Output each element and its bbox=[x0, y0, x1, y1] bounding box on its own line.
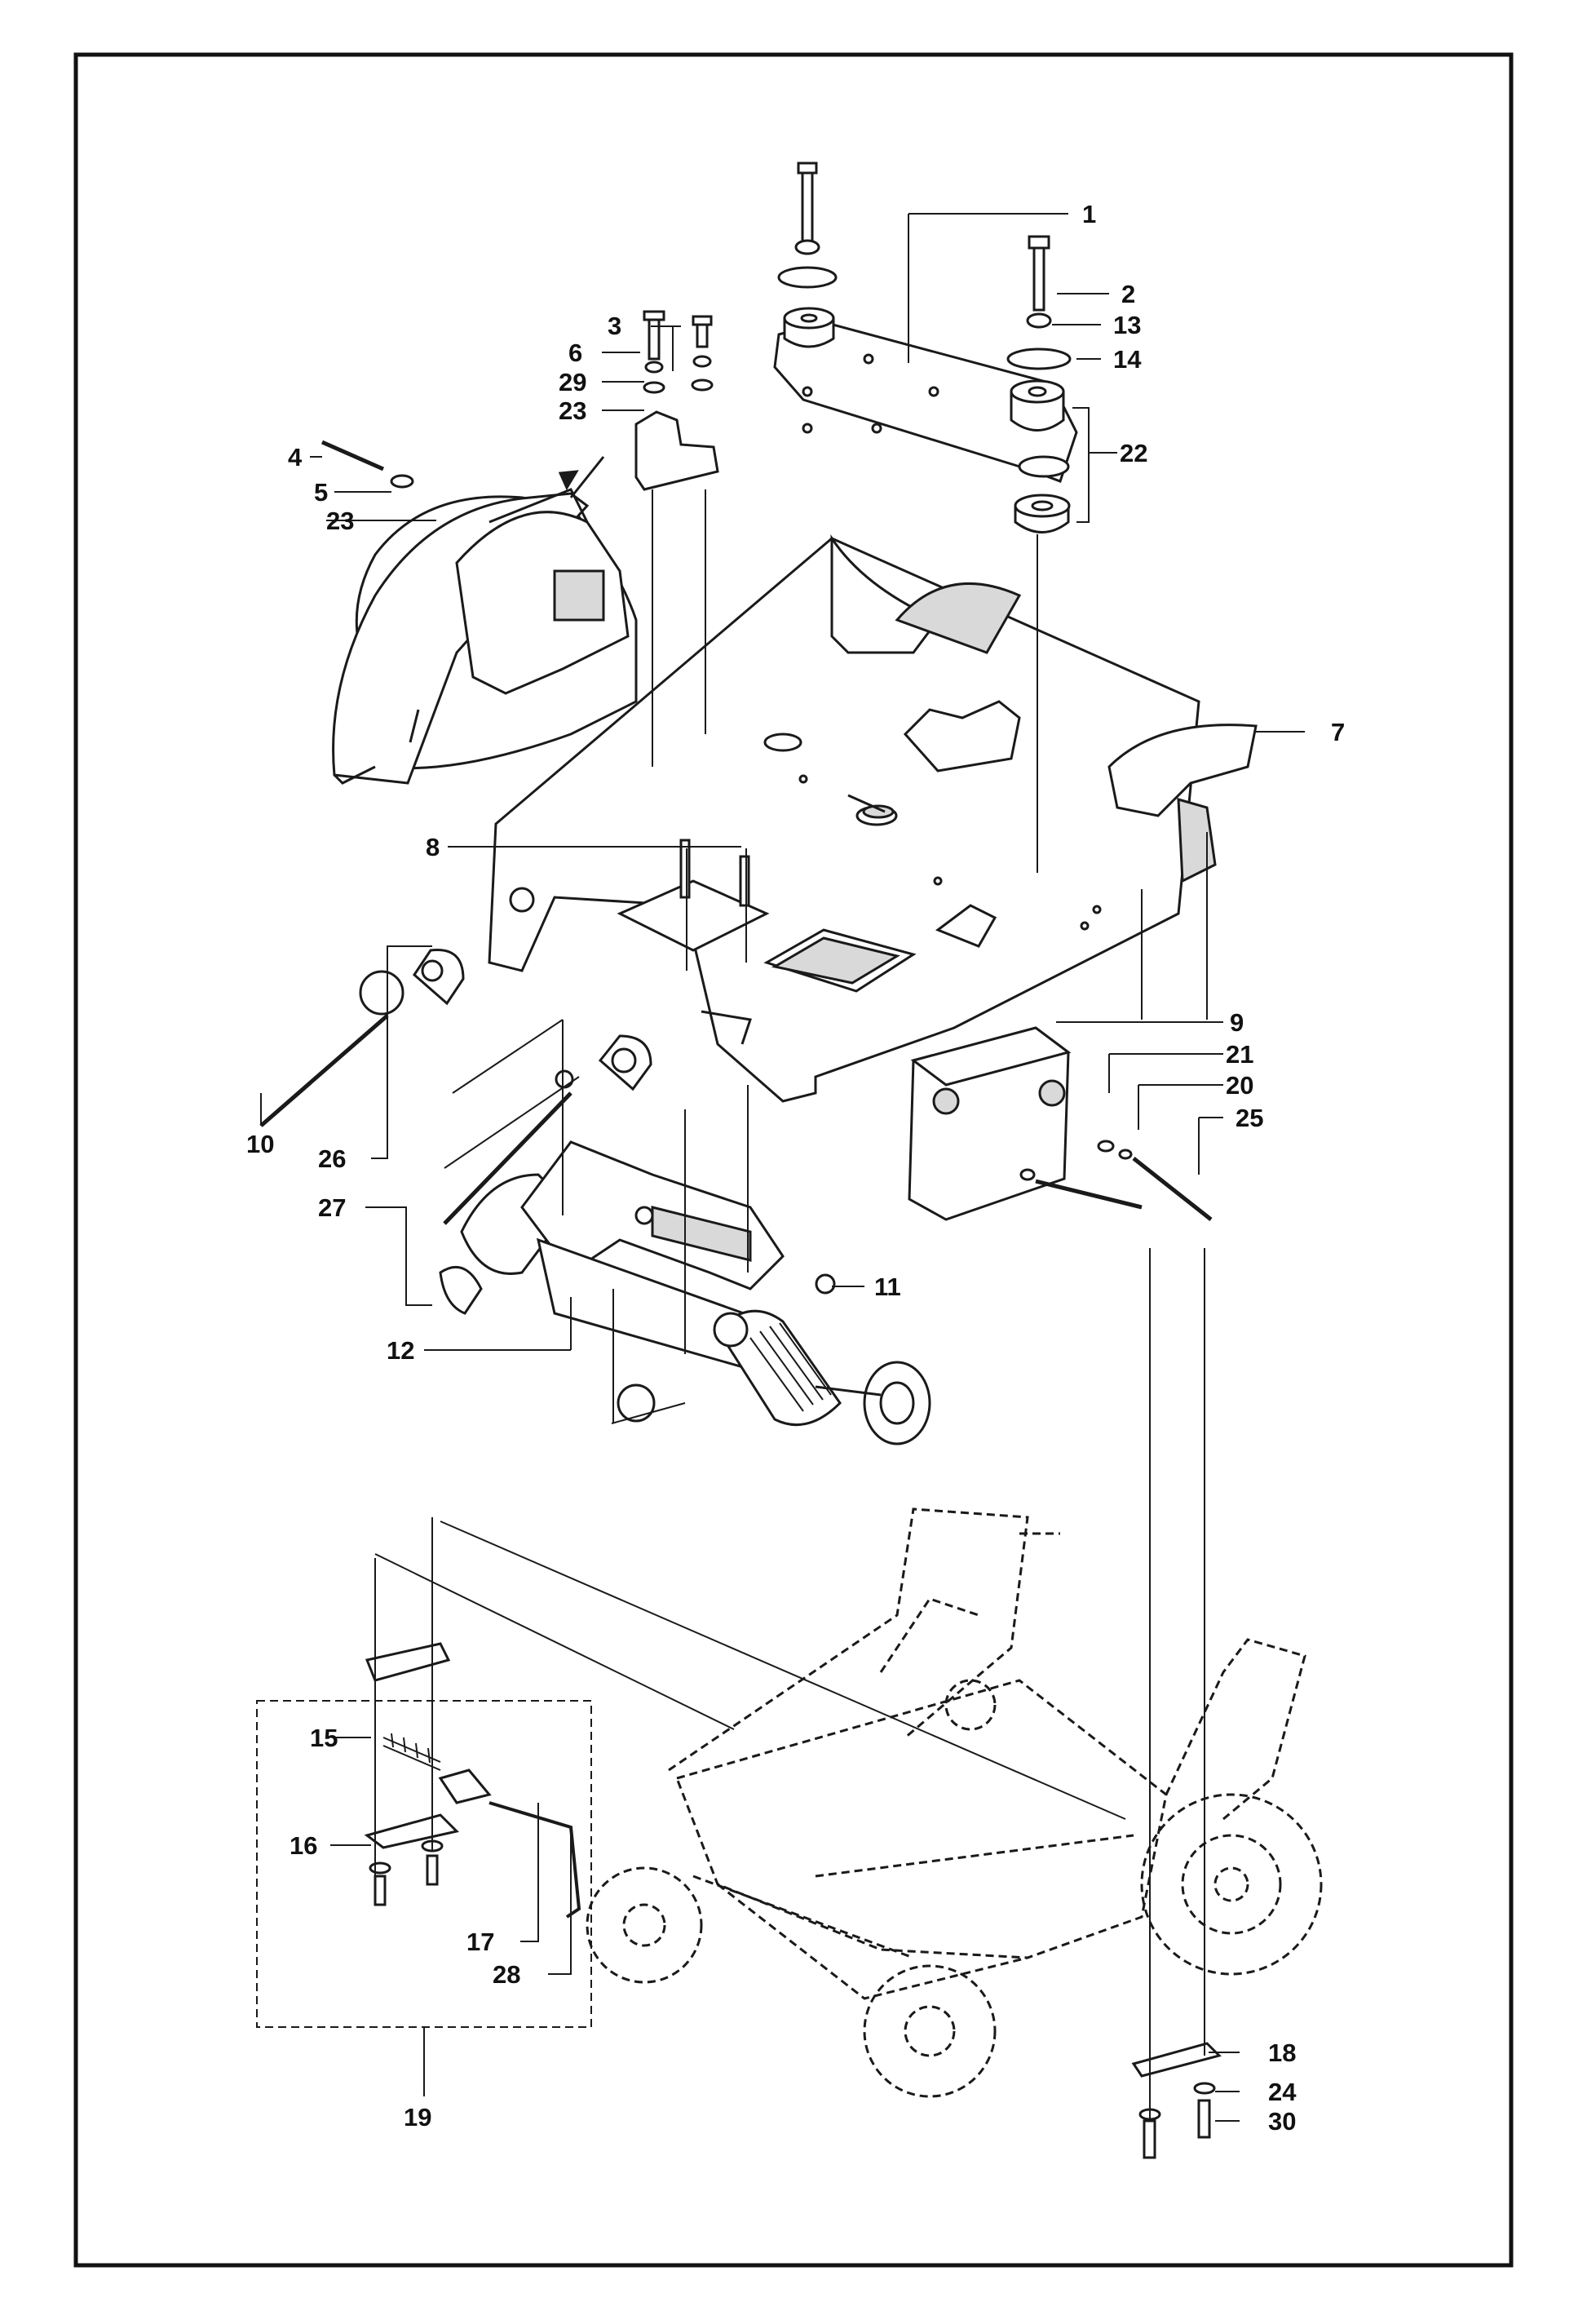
page-frame bbox=[73, 52, 1514, 2268]
callout-29: 29 bbox=[559, 368, 586, 396]
callout-16: 16 bbox=[290, 1831, 317, 1860]
callout-20: 20 bbox=[1226, 1071, 1253, 1100]
callout-23b: 23 bbox=[326, 507, 354, 535]
callout-25: 25 bbox=[1236, 1104, 1263, 1132]
callout-11: 11 bbox=[874, 1273, 901, 1301]
callout-7: 7 bbox=[1331, 718, 1345, 746]
latch-kit-box bbox=[256, 1700, 592, 2028]
callout-18: 18 bbox=[1268, 2038, 1296, 2067]
callout-23: 23 bbox=[559, 396, 586, 425]
engine-mount-plate bbox=[773, 162, 1078, 533]
trolley-frame bbox=[586, 1507, 1323, 2098]
callout-21: 21 bbox=[1226, 1040, 1253, 1069]
callout-12: 12 bbox=[387, 1336, 414, 1365]
callout-5: 5 bbox=[314, 478, 328, 507]
callout-26: 26 bbox=[318, 1144, 346, 1173]
callout-13: 13 bbox=[1113, 311, 1141, 339]
callout-8: 8 bbox=[426, 833, 440, 861]
callout-labels: 1 2 13 14 22 3 6 29 23 4 5 23 7 8 9 21 2… bbox=[246, 200, 1345, 2136]
callout-6: 6 bbox=[568, 339, 582, 367]
callout-17: 17 bbox=[466, 1928, 494, 1956]
bracket-bolts bbox=[634, 310, 719, 491]
callout-15: 15 bbox=[310, 1724, 338, 1752]
callout-30: 30 bbox=[1268, 2107, 1296, 2136]
blade-guard bbox=[320, 440, 638, 785]
base-frame bbox=[488, 534, 1258, 1103]
latch-parts bbox=[364, 1517, 581, 1919]
callout-10: 10 bbox=[246, 1130, 274, 1158]
shaft-assembly bbox=[259, 948, 931, 1445]
callout-3: 3 bbox=[608, 312, 621, 340]
callout-27: 27 bbox=[318, 1193, 346, 1222]
rear-bracket bbox=[1131, 2042, 1222, 2159]
callout-28: 28 bbox=[493, 1960, 520, 1989]
callout-1: 1 bbox=[1082, 200, 1096, 228]
callout-9: 9 bbox=[1230, 1008, 1244, 1037]
callout-2: 2 bbox=[1121, 280, 1135, 308]
callout-24: 24 bbox=[1268, 2078, 1297, 2106]
leader-lines bbox=[260, 213, 1305, 2122]
callout-22: 22 bbox=[1120, 439, 1147, 467]
pulley-cover bbox=[908, 1026, 1213, 1221]
callout-14: 14 bbox=[1113, 345, 1142, 374]
callout-19: 19 bbox=[404, 2103, 431, 2131]
callout-4: 4 bbox=[288, 443, 303, 471]
